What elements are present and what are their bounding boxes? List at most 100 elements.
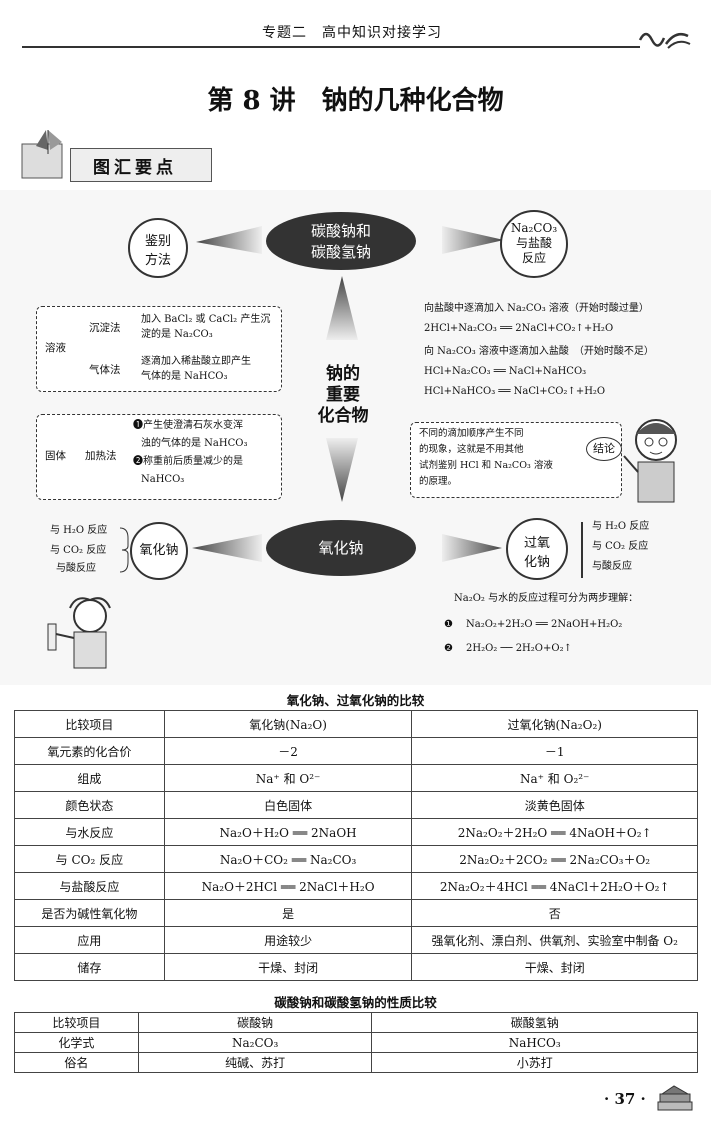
precipitation-text-2: 淀的是 Na₂CO₃ (141, 329, 213, 340)
arrow-down (326, 438, 358, 502)
table2-header-row: 比较项目 碳酸钠 碳酸氢钠 (14, 1012, 698, 1033)
center-title: 钠的 重要 化合物 (300, 364, 386, 427)
acid-line-4: HCl+Na₂CO₃ ══ NaCl+NaHCO₃ (424, 366, 587, 377)
section-badge: 图汇要点 (70, 148, 212, 182)
lesson-title: 第 8 讲 钠的几种化合物 (207, 86, 504, 116)
table1-header-row: 比较项目 氧化钠(Na₂O) 过氧化钠(Na₂O₂) (14, 710, 698, 738)
circle-peroxide-line1: 过氧 (523, 536, 550, 551)
teacher-cartoon-icon (623, 419, 677, 503)
solution-label: 溶液 (45, 342, 66, 354)
table2-caption: 碳酸钠和碳酸氢钠的性质比较 (274, 995, 437, 1010)
table-cell: 干燥、封闭 (163, 953, 413, 981)
table-cell: 储存 (14, 953, 165, 981)
conclusion-badge: 结论 (586, 437, 622, 461)
page-number: · 37 · (604, 1090, 646, 1108)
section-badge-label: 图汇要点 (93, 158, 177, 178)
table-cell: 应用 (14, 926, 165, 954)
conclusion-box: 不同的滴加顺序产生不同 的现象，这就是不用其他 试剂鉴别 HCl 和 Na₂CO… (410, 422, 622, 498)
center-title-line2: 重要 (326, 385, 360, 405)
gas-label: 气体法 (89, 364, 121, 376)
table-cell: 淡黄色固体 (411, 791, 698, 819)
table-row: 俗名纯碱、苏打小苏打 (14, 1052, 698, 1073)
conclusion-text-1: 不同的滴加顺序产生不同 (419, 428, 524, 439)
circle-sodium-oxide: 氧化钠 (130, 522, 188, 580)
center-title-line1: 钠的 (326, 364, 360, 384)
na2o-prop-1: 与 H₂O 反应 (50, 525, 108, 536)
circle-acid-line1: Na₂CO₃ (510, 221, 558, 235)
na2o-prop-2: 与 CO₂ 反应 (50, 545, 107, 556)
concept-map: 碳酸钠和 碳酸氢钠 钠的 重要 化合物 氧化钠 鉴别 方法 Na₂CO₃ 与盐酸… (0, 190, 711, 685)
conclusion-text-3: 试剂鉴别 HCl 和 Na₂CO₃ 溶液 (419, 460, 553, 471)
circle-acid-line3: 反应 (521, 251, 546, 265)
map-arrows (192, 226, 504, 562)
table-cell: 用途较少 (163, 926, 413, 954)
table1-caption: 氧化钠、过氧化钠的比较 (286, 693, 425, 708)
acid-line-5: HCl+NaHCO₃ ══ NaCl+CO₂↑+H₂O (424, 386, 606, 397)
circle-acid-reaction: Na₂CO₃ 与盐酸 反应 (500, 210, 568, 278)
table-row: 是否为碱性氧化物是否 (14, 899, 698, 927)
conclusion-text-4: 的原理。 (419, 476, 458, 487)
book-stack-icon (657, 1085, 693, 1111)
na2o2-prop-3: 与酸反应 (592, 561, 632, 572)
oval-carbonates-line1: 碳酸钠和 (310, 222, 371, 240)
table-cell: 化学式 (14, 1032, 139, 1053)
table-cell: NaHCO₃ (371, 1032, 698, 1053)
table-cell: Na₂O＋CO₂ ══ Na₂CO₃ (163, 845, 413, 873)
table-cell: 2Na₂O₂＋4HCl ══ 4NaCl＋2H₂O＋O₂↑ (411, 872, 698, 900)
table-cell: Na₂CO₃ (137, 1032, 373, 1053)
table-cell: Na⁺ 和 O₂²⁻ (411, 764, 698, 792)
arrow-up (326, 276, 358, 340)
heating-text-1: ❶产生使澄清石灰水变浑 (133, 420, 243, 431)
na2o-prop-3: 与酸反应 (56, 563, 96, 574)
heating-text-4: NaHCO₃ (141, 474, 185, 485)
na2o2-brace (581, 522, 586, 578)
circle-acid-line2: 与盐酸 (515, 236, 552, 250)
heating-text-2: 浊的气体的是 NaHCO₃ (141, 438, 248, 449)
circle-identify: 鉴别 方法 (128, 218, 188, 278)
table2-header-cell: 比较项目 (14, 1012, 139, 1033)
table-cell: 是 (163, 899, 413, 927)
scientist-cartoon-icon (47, 597, 111, 669)
oval-carbonates: 碳酸钠和 碳酸氢钠 (266, 212, 416, 270)
table-cell: 强氧化剂、漂白剂、供氧剂、实验室中制备 O₂ (411, 926, 698, 954)
conclusion-text-2: 的现象，这就是不用其他 (419, 444, 524, 455)
steps-title: Na₂O₂ 与水的反应过程可分为两步理解： (454, 593, 639, 604)
table1-header-cell: 比较项目 (14, 710, 165, 738)
running-header: 专题二 高中知识对接学习 (262, 25, 442, 41)
table1-header-cell: 氧化钠(Na₂O) (163, 710, 413, 738)
table-cell: 氧元素的化合价 (14, 737, 165, 765)
acid-line-2: 2HCl+Na₂CO₃ ══ 2NaCl+CO₂↑+H₂O (424, 323, 614, 334)
gas-text-2: 气体的是 NaHCO₃ (141, 371, 228, 382)
step-mark-1: ❶ (444, 619, 453, 630)
table-cell: 小苏打 (371, 1052, 698, 1073)
gas-text-1: 逐滴加入稀盐酸立即产生 (141, 356, 251, 367)
arrow-right-top (442, 226, 504, 254)
na2o-brace (119, 527, 129, 573)
oval-sodium-oxide: 氧化钠 (266, 520, 416, 576)
solid-method-box: 固体 加热法 ❶产生使澄清石灰水变浑 浊的气体的是 NaHCO₃ ❷称重前后质量… (36, 414, 282, 500)
circle-identify-line1: 鉴别 (144, 234, 171, 249)
center-title-line3: 化合物 (317, 406, 369, 426)
table-cell: 2Na₂O₂＋2H₂O ══ 4NaOH＋O₂↑ (411, 818, 698, 846)
circle-identify-line2: 方法 (144, 253, 171, 268)
table-cell: Na⁺ 和 O²⁻ (163, 764, 413, 792)
table-cell: 与盐酸反应 (14, 872, 165, 900)
acid-line-1: 向盐酸中逐滴加入 Na₂CO₃ 溶液（开始时酸过量） (424, 303, 649, 314)
precipitation-text-1: 加入 BaCl₂ 或 CaCl₂ 产生沉 (141, 314, 271, 325)
step-1: Na₂O₂+2H₂O ══ 2NaOH+H₂O₂ (466, 619, 623, 630)
table2-header-cell: 碳酸钠 (137, 1012, 373, 1033)
solid-label: 固体 (45, 450, 66, 462)
table-cell: 组成 (14, 764, 165, 792)
arrow-left-bottom (192, 534, 262, 562)
step-2: 2H₂O₂ ── 2H₂O+O₂↑ (466, 643, 572, 654)
header-rule (22, 46, 640, 48)
table-cell: Na₂O＋2HCl ══ 2NaCl＋H₂O (163, 872, 413, 900)
step-mark-2: ❷ (444, 643, 453, 654)
na2o2-prop-1: 与 H₂O 反应 (592, 521, 650, 532)
na2o2-prop-2: 与 CO₂ 反应 (592, 541, 649, 552)
